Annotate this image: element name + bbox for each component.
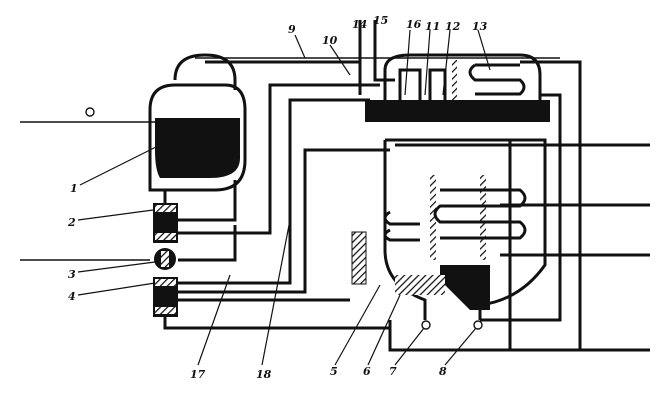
- label-15: 15: [373, 14, 388, 27]
- label-18: 18: [256, 368, 272, 381]
- label-5: 5: [330, 365, 338, 378]
- label-17: 17: [190, 368, 206, 381]
- left-vessel: [20, 53, 247, 192]
- label-3: 3: [68, 268, 76, 281]
- label-10: 10: [322, 34, 338, 47]
- valve-icon: [85, 107, 95, 117]
- leader-lines: [77, 29, 491, 366]
- label-6: 6: [363, 365, 371, 378]
- drain-valve-8: [473, 320, 483, 330]
- label-4: 4: [68, 290, 76, 303]
- label-14: 14: [352, 18, 367, 31]
- label-8: 8: [439, 365, 447, 378]
- piping: [163, 20, 650, 352]
- label-9: 9: [288, 23, 296, 36]
- exchanger-2: [153, 203, 178, 243]
- label-16: 16: [406, 18, 422, 31]
- top-unit: [365, 53, 550, 122]
- exchanger-4: [153, 277, 178, 317]
- label-11: 11: [425, 20, 440, 33]
- label-7: 7: [389, 365, 397, 378]
- pump-3: [20, 248, 176, 270]
- part-labels: 1 2 3 4 5 6 7 8 9 10 11 12 13 14 15 16 1…: [67, 14, 488, 381]
- separator-tanks: [351, 138, 547, 330]
- label-2: 2: [67, 216, 76, 229]
- label-1: 1: [70, 182, 78, 195]
- label-13: 13: [472, 20, 488, 33]
- drain-valve-7: [421, 320, 431, 330]
- label-12: 12: [445, 20, 461, 33]
